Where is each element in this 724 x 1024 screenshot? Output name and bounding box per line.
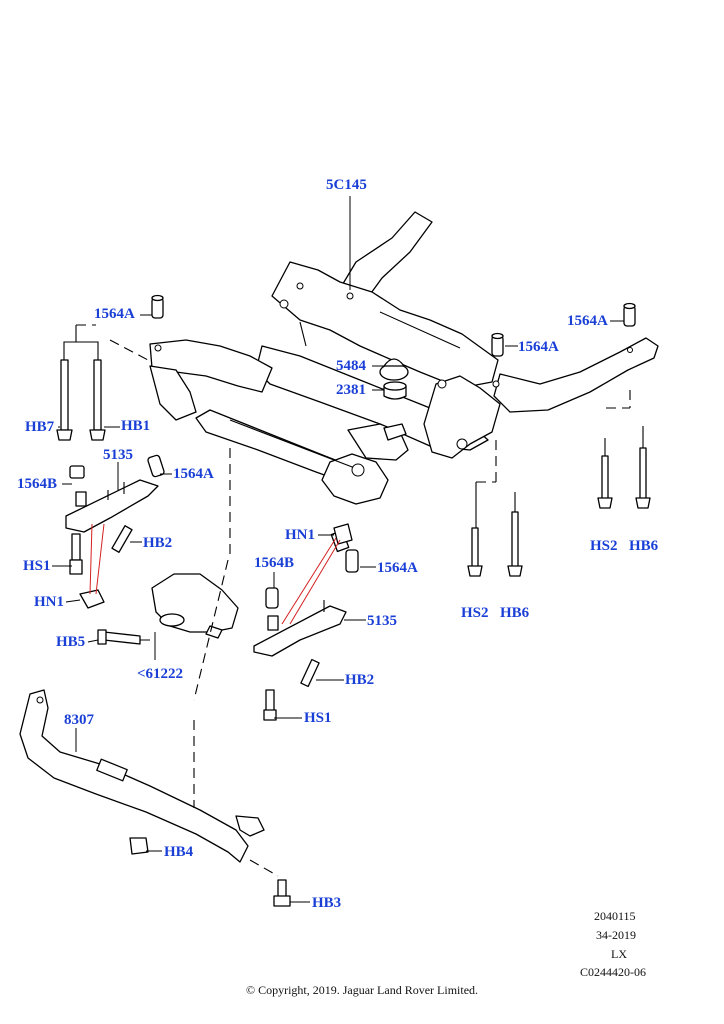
illustration-date: 34-2019 [596,928,636,942]
diagram-reference: C0244420-06 [580,965,646,979]
callout-5c145[interactable]: 5C145 [326,177,367,193]
mount-5484-2381 [379,358,409,441]
callout-hb6-right[interactable]: HB6 [629,538,659,554]
long-bolts-left [56,324,149,441]
callout-61222[interactable]: <61222 [137,666,184,682]
callout-1564a-left[interactable]: 1564A [94,306,135,322]
callout-hb3[interactable]: HB3 [312,895,342,911]
callout-hs2-mid[interactable]: HS2 [461,605,489,621]
leader-lines [52,196,624,903]
callout-1564a-lower-left[interactable]: 1564A [173,466,214,482]
callout-hs1-left[interactable]: HS1 [23,558,51,574]
callout-5135-left[interactable]: 5135 [103,447,133,463]
model-code: LX [611,947,627,961]
callout-1564b-mid[interactable]: 1564B [254,555,295,571]
callout-5135-mid[interactable]: 5135 [367,613,397,629]
long-bolts-middle [467,440,523,577]
callout-hb6-mid[interactable]: HB6 [500,605,530,621]
subframe-5c145 [149,211,659,505]
callout-hb4[interactable]: HB4 [164,844,194,860]
callout-hb1[interactable]: HB1 [121,418,151,434]
bracket-5135-left [65,454,165,609]
bracket-5135-middle [253,523,359,721]
long-bolts-right [597,390,651,509]
callout-1564a-lower-mid[interactable]: 1564A [377,560,418,576]
copyright-notice: © Copyright, 2019. Jaguar Land Rover Lim… [245,983,479,997]
callout-1564b-left[interactable]: 1564B [17,476,58,492]
callout-hb5[interactable]: HB5 [56,634,86,650]
callout-hn1-left[interactable]: HN1 [34,594,64,610]
callout-hb7[interactable]: HB7 [25,419,55,435]
callout-hs2-right[interactable]: HS2 [590,538,618,554]
callout-2381[interactable]: 2381 [336,382,366,398]
bushing-parts [151,294,636,357]
callout-1564a-right[interactable]: 1564A [567,313,608,329]
callout-hs1-mid[interactable]: HS1 [304,710,332,726]
callout-8307[interactable]: 8307 [64,712,94,728]
callout-hb2-left[interactable]: HB2 [143,535,173,551]
beam-8307 [19,448,291,907]
callout-hn1-mid[interactable]: HN1 [285,527,315,543]
callout-hb2-mid[interactable]: HB2 [345,672,375,688]
mount-61222 [97,573,239,660]
illustration-code: 2040115 [594,909,636,923]
callout-5484[interactable]: 5484 [336,358,366,374]
callout-1564a-mid[interactable]: 1564A [518,339,559,355]
